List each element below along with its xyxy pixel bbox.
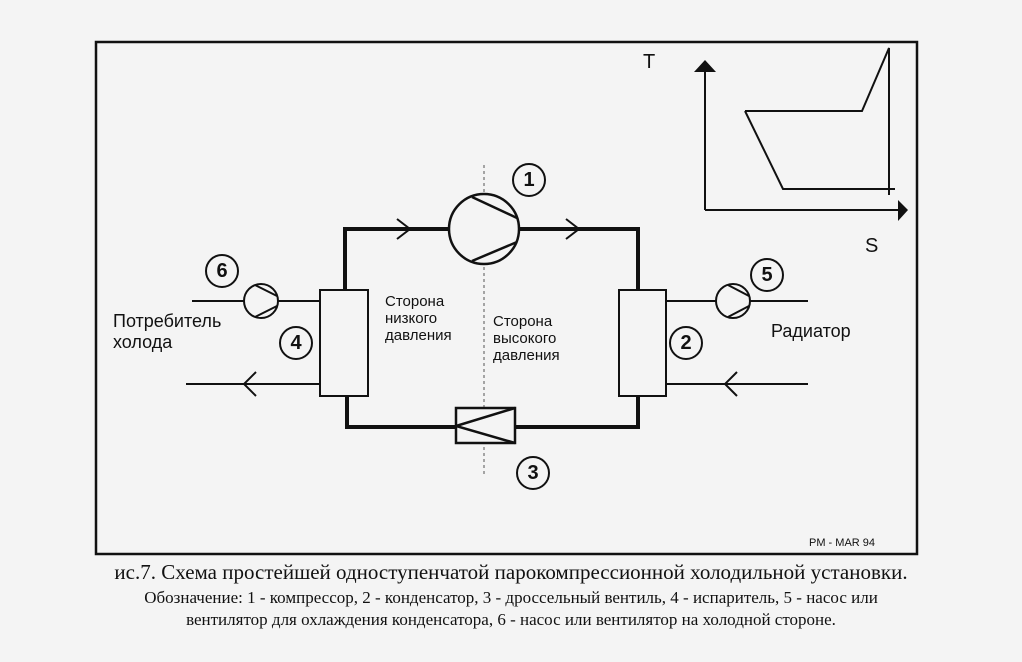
expansion-valve-number-badge: 3 [516,456,550,490]
high-pressure-side-label: Сторона высокого давления [493,313,560,364]
condenser-pump-number-badge: 5 [750,258,784,292]
radiator-label: Радиатор [771,321,851,341]
figure-frame [94,40,919,556]
cold-side-pump-number-badge: 6 [205,254,239,288]
flow-arrow-icon [565,218,581,240]
low-pressure-side-label: Сторона низкого давления [385,293,452,344]
liquid-line-left [345,396,455,429]
compressor-number-badge: 1 [512,163,546,197]
s-axis-label: S [865,235,879,257]
figure-caption-legend-line1: Обозначение: 1 - компрессор, 2 - конденс… [144,588,878,607]
ts-diagram [694,47,908,221]
flow-arrow-icon [242,371,257,397]
figure-caption-legend-line2: вентилятор для охлаждения конденсатора, … [186,610,836,629]
condenser-pump-icon [715,283,751,319]
t-axis-label: T [643,51,656,73]
refrigerant-loop [343,227,640,429]
flow-arrow-icon [723,371,738,397]
t-axis-arrowhead [694,60,716,72]
figure-caption-title: ис.7. Схема простейшей одноступенчатой п… [114,560,908,584]
discharge-line [518,227,640,290]
evaporator-icon [319,289,369,397]
condenser-icon [618,289,667,397]
cycle-curve-upper [745,47,890,195]
cold-consumer-label: Потребитель холода [113,311,222,352]
suction-line [343,227,450,290]
condenser-number-badge: 2 [669,326,703,360]
liquid-line-right [515,396,640,429]
s-axis-arrowhead [898,200,908,221]
author-stamp: PM - MAR 94 [809,537,876,549]
compressor-icon [447,192,521,266]
cycle-curve [744,110,895,190]
flow-arrow-icon [396,218,412,240]
expansion-valve-icon [451,406,517,445]
cold-side-pump-icon [243,283,279,319]
evaporator-number-badge: 4 [279,326,313,360]
